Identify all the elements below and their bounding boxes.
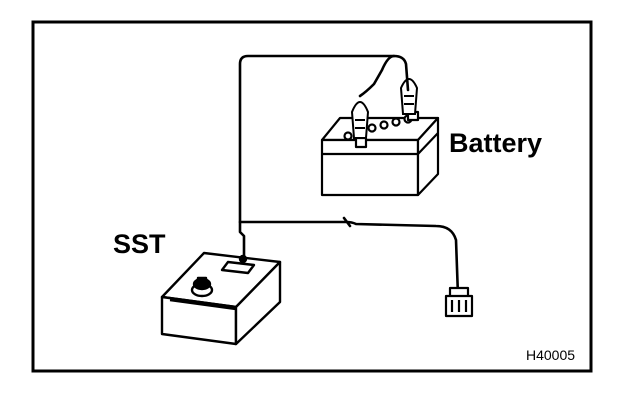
figure-code: H40005 — [526, 347, 576, 363]
alligator-clip-icon — [350, 101, 370, 139]
connector-plug-icon — [444, 286, 474, 318]
alligator-clip-icon — [399, 78, 419, 115]
sst-label: SST — [113, 229, 166, 259]
battery-label: Battery — [449, 128, 543, 158]
sst-tester-icon — [160, 251, 282, 346]
figure-frame — [31, 20, 593, 373]
battery-icon — [320, 110, 440, 197]
cable-lines — [238, 54, 460, 298]
